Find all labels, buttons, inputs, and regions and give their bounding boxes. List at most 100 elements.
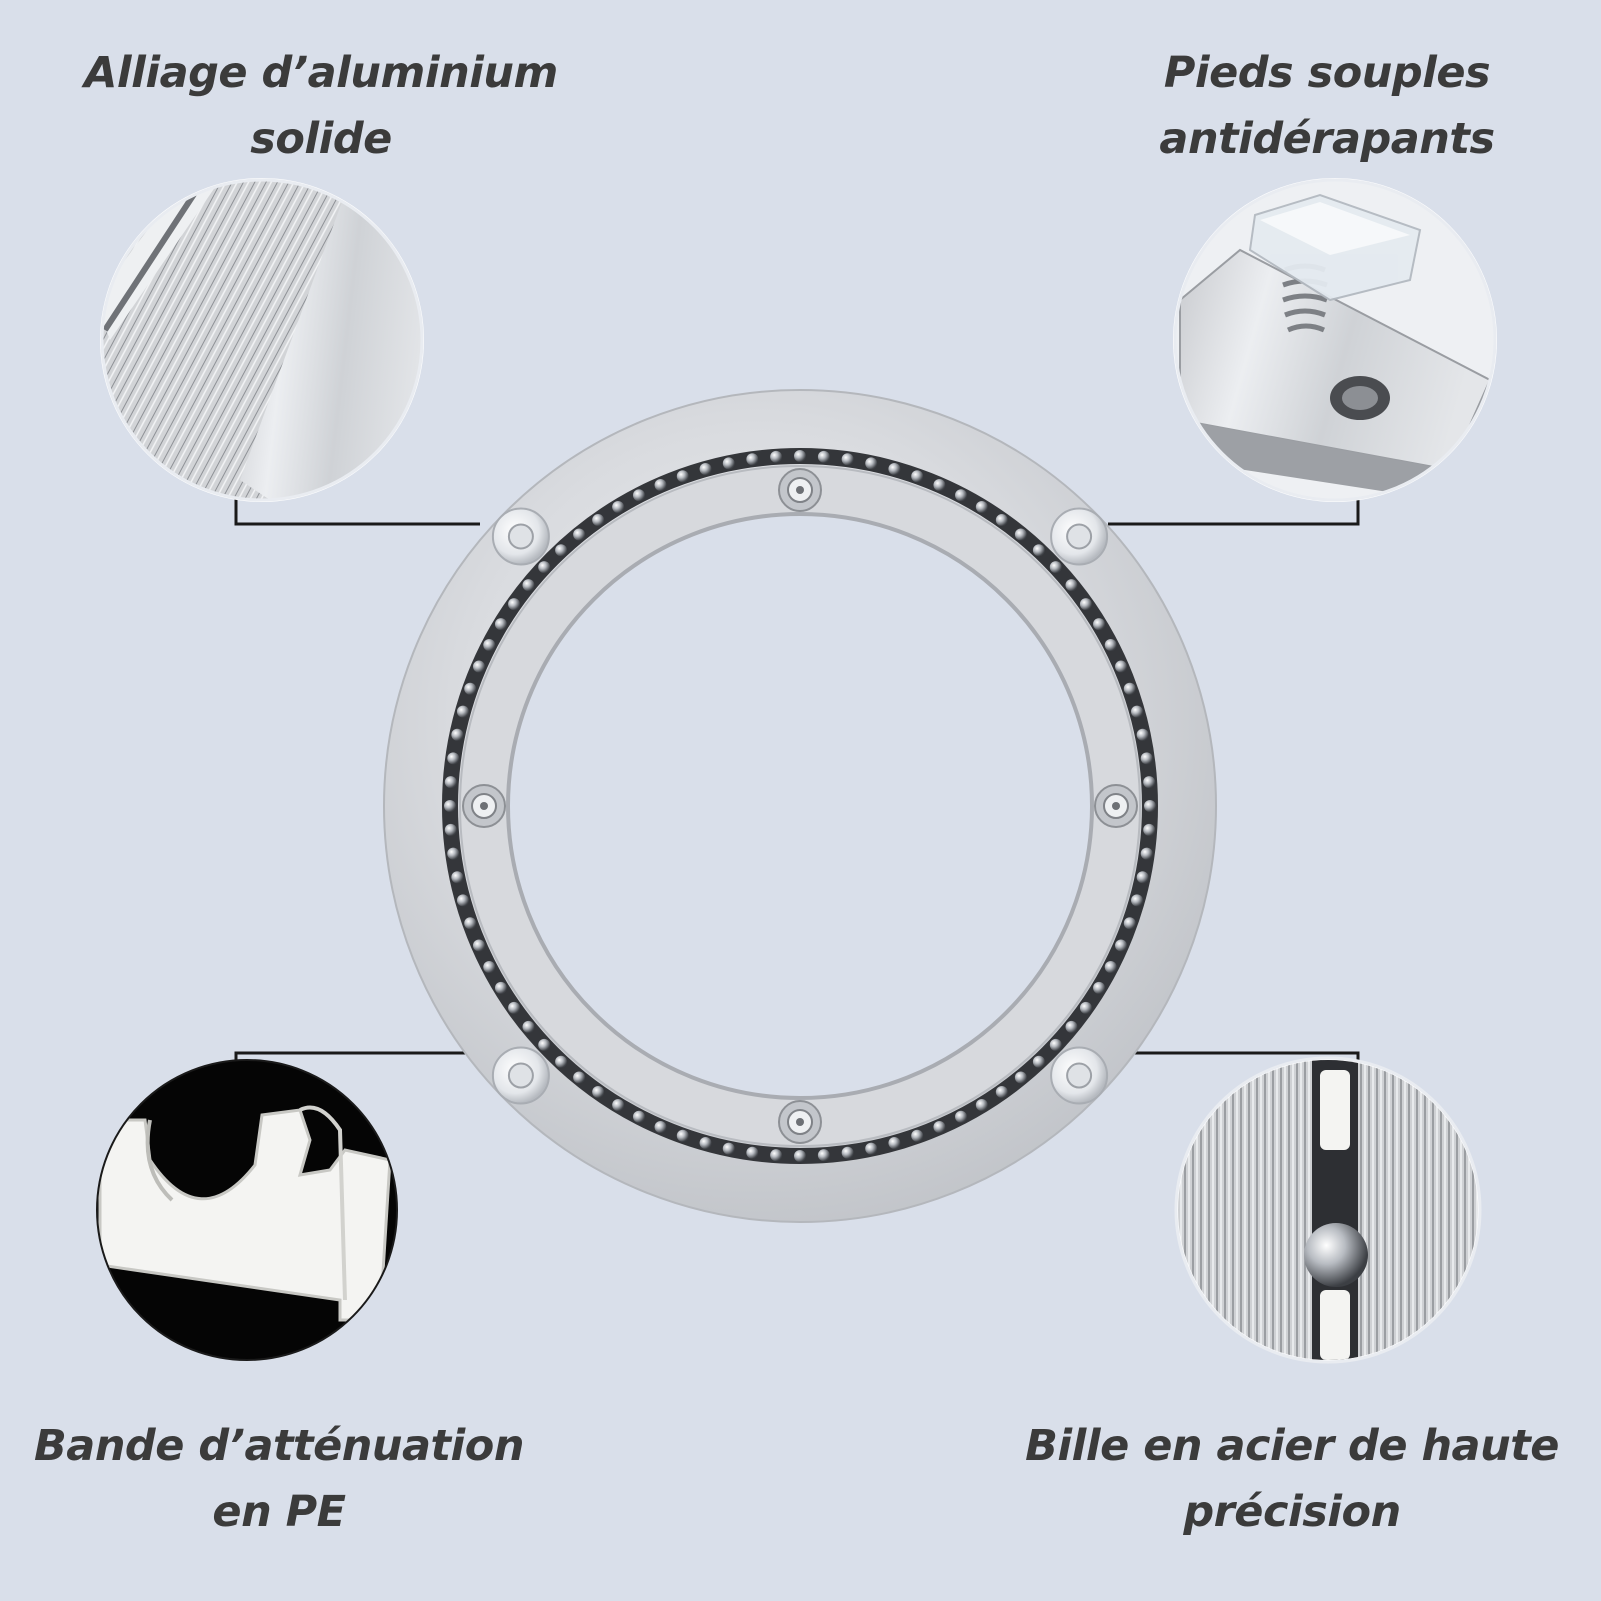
steel-ball [865, 457, 878, 470]
steel-ball [995, 1085, 1008, 1098]
steel-ball [555, 544, 568, 557]
steel-ball [1123, 682, 1136, 695]
steel-ball [444, 823, 457, 836]
steel-ball [632, 1110, 645, 1123]
steel-ball [508, 1001, 521, 1014]
steel-ball [911, 1129, 924, 1142]
steel-ball [464, 682, 477, 695]
steel-ball [1136, 871, 1149, 884]
steel-ball [464, 917, 477, 930]
rubber-foot [1050, 1046, 1109, 1105]
steel-ball [865, 1142, 878, 1155]
steel-ball [654, 478, 667, 491]
steel-ball [1104, 961, 1117, 974]
steel-ball [1049, 1038, 1062, 1051]
steel-ball [1032, 544, 1045, 557]
connector-top-left [234, 497, 480, 526]
detail-aluminium-alloy [100, 178, 424, 502]
feature-label-line: en PE [212, 1487, 346, 1537]
steel-ball [555, 1055, 568, 1068]
steel-ball [592, 1085, 605, 1098]
steel-ball [1093, 981, 1106, 994]
steel-ball [1144, 800, 1156, 812]
feature-label-line: Bille en acier de haute [1025, 1421, 1559, 1471]
steel-ball [494, 981, 507, 994]
steel-ball [1049, 561, 1062, 574]
steel-ball [1140, 847, 1153, 860]
steel-ball [1079, 1001, 1092, 1014]
steel-ball [1143, 823, 1156, 836]
screw [1094, 784, 1138, 828]
steel-ball [676, 470, 689, 483]
steel-ball [1131, 894, 1144, 907]
steel-ball [722, 457, 735, 470]
steel-ball [955, 1110, 968, 1123]
steel-ball [1131, 705, 1144, 718]
center-opening [506, 512, 1094, 1100]
steel-ball [1065, 1020, 1078, 1033]
steel-ball [975, 500, 988, 513]
steel-ball [888, 462, 901, 475]
steel-ball [538, 561, 551, 574]
steel-ball [447, 752, 460, 765]
steel-ball [1065, 579, 1078, 592]
steel-ball [933, 1121, 946, 1134]
steel-ball [794, 450, 806, 462]
rubber-foot [491, 1046, 550, 1105]
steel-ball [444, 776, 457, 789]
steel-ball [483, 961, 496, 974]
feature-label-line: Pieds souples [1163, 48, 1491, 98]
steel-ball [955, 489, 968, 502]
steel-ball [1014, 528, 1027, 541]
screw [778, 1100, 822, 1144]
steel-ball [1079, 598, 1092, 611]
feature-label-pe-strip: Bande d’atténuation en PE [24, 1413, 534, 1545]
steel-ball [654, 1121, 667, 1134]
steel-balls [444, 450, 1156, 1162]
steel-ball [975, 1099, 988, 1112]
steel-ball [1014, 1071, 1027, 1084]
steel-ball [933, 478, 946, 491]
screw [778, 468, 822, 512]
steel-ball [632, 489, 645, 502]
steel-ball [817, 1149, 830, 1162]
feature-label-line: précision [1183, 1487, 1401, 1537]
steel-ball [699, 462, 712, 475]
steel-ball [456, 894, 469, 907]
steel-ball [1136, 728, 1149, 741]
steel-ball [612, 500, 625, 513]
rubber-foot [1050, 507, 1109, 566]
steel-ball [1115, 660, 1128, 673]
steel-ball [573, 528, 586, 541]
detail-soft-feet [1173, 178, 1497, 502]
steel-ball [1115, 939, 1128, 952]
detail-pe-strip [96, 1059, 398, 1361]
steel-ball [841, 1146, 854, 1159]
steel-ball [447, 847, 460, 860]
steel-ball [841, 453, 854, 466]
steel-ball [722, 1142, 735, 1155]
steel-ball [472, 939, 485, 952]
steel-ball [746, 453, 759, 466]
steel-ball [612, 1099, 625, 1112]
steel-ball [1123, 917, 1136, 930]
feature-label-line: Alliage d’aluminium [84, 48, 558, 98]
connector-top-right [1108, 497, 1360, 526]
lazy-susan-bearing [383, 389, 1217, 1223]
steel-ball [817, 450, 830, 463]
steel-ball [699, 1137, 712, 1150]
steel-ball [770, 1149, 783, 1162]
screw [462, 784, 506, 828]
feature-label-line: solide [250, 114, 392, 164]
screws [462, 468, 1138, 1144]
steel-ball [770, 450, 783, 463]
steel-ball [1104, 638, 1117, 651]
feature-label-line: antidérapants [1159, 114, 1495, 164]
rubber-feet [491, 507, 1109, 1105]
steel-ball [1143, 776, 1156, 789]
steel-ball [592, 514, 605, 527]
steel-ball [451, 728, 464, 741]
steel-ball [1032, 1055, 1045, 1068]
steel-ball [995, 514, 1008, 527]
